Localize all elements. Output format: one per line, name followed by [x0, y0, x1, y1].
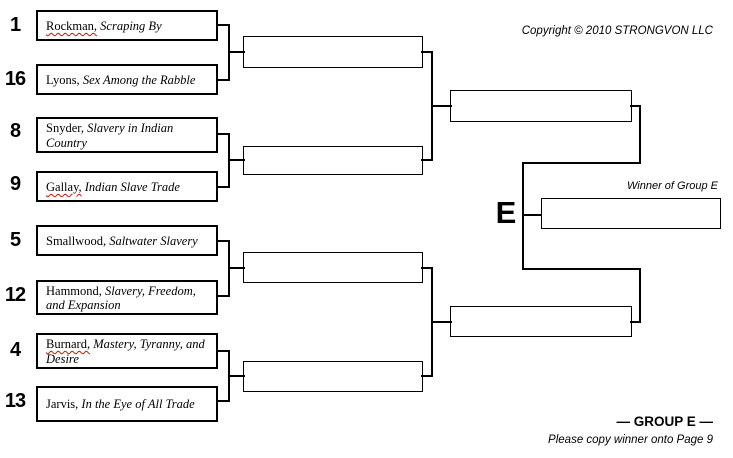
bracket-line — [421, 267, 433, 269]
seed-number-12: 12 — [4, 284, 26, 306]
bracket-line — [522, 268, 641, 270]
bracket-line — [431, 105, 452, 107]
bracket-line — [421, 159, 433, 161]
entry-author: Hammond, — [46, 283, 102, 298]
round2-slot-4 — [243, 361, 423, 392]
round2-slot-2 — [243, 146, 423, 175]
entry-author: Gallay, — [46, 179, 82, 194]
seed-number-5: 5 — [9, 229, 21, 251]
bracket-line — [421, 375, 433, 377]
round1-slot-burnard: Burnard, Mastery, Tyranny, and Desire — [36, 333, 218, 369]
round1-slot-rockman: Rockman, Scraping By — [36, 10, 218, 41]
bracket-line — [431, 321, 452, 323]
seed-number-1: 1 — [9, 14, 21, 36]
entry-title: Slavery in Indian Country — [46, 121, 174, 150]
bracket-line — [216, 186, 230, 188]
bracket-line — [630, 105, 641, 107]
group-letter: E — [495, 195, 517, 230]
semifinal-slot-bottom — [450, 306, 632, 337]
round1-slot-smallwood: Smallwood, Saltwater Slavery — [36, 225, 218, 256]
bracket-line — [216, 24, 230, 26]
bracket-line — [522, 162, 524, 269]
bracket-line — [522, 162, 641, 164]
seed-number-8: 8 — [9, 120, 21, 142]
entry-title: Scraping By — [100, 18, 162, 33]
bracket-line — [630, 321, 641, 323]
footer-instruction: Please copy winner onto Page 9 — [548, 434, 713, 446]
entry-title: Indian Slave Trade — [84, 179, 180, 194]
entry-author: Rockman, — [46, 18, 98, 33]
entry-author: Smallwood, — [46, 233, 107, 248]
bracket-line — [216, 350, 230, 352]
seed-number-9: 9 — [9, 173, 21, 195]
bracket-line — [216, 79, 230, 81]
bracket-line — [228, 51, 245, 53]
entry-title: Sex Among the Rabble — [82, 72, 196, 87]
entry-author: Lyons, — [46, 72, 80, 87]
entry-title: In the Eye of All Trade — [81, 397, 195, 412]
bracket-line — [228, 267, 245, 269]
group-heading: — GROUP E — — [616, 414, 713, 429]
bracket-line — [639, 268, 641, 323]
round2-slot-3 — [243, 252, 423, 283]
semifinal-slot-top — [450, 90, 632, 122]
entry-title: Saltwater Slavery — [109, 233, 198, 248]
seed-number-16: 16 — [4, 68, 26, 90]
bracket-line — [522, 214, 542, 216]
entry-author: Snyder, — [46, 121, 85, 135]
bracket-line — [228, 159, 245, 161]
winner-caption: Winner of Group E — [627, 180, 718, 192]
bracket-line — [216, 400, 230, 402]
round1-slot-jarvis: Jarvis, In the Eye of All Trade — [36, 386, 218, 422]
final-winner-slot — [541, 198, 721, 229]
bracket-line — [639, 105, 641, 164]
entry-author: Burnard, — [46, 337, 91, 351]
round1-slot-hammond: Hammond, Slavery, Freedom, and Expansion — [36, 280, 218, 315]
bracket-line — [228, 375, 245, 377]
seed-number-13: 13 — [4, 390, 26, 412]
entry-author: Jarvis, — [46, 397, 79, 412]
bracket-line — [421, 51, 433, 53]
entry-title: Slavery, Freedom, and Expansion — [46, 283, 196, 313]
seed-number-4: 4 — [9, 339, 21, 361]
round2-slot-1 — [243, 36, 423, 68]
bracket-line — [216, 295, 230, 297]
bracket-line — [216, 240, 230, 242]
bracket-line — [216, 133, 230, 135]
copyright-notice: Copyright © 2010 STRONGVON LLC — [521, 25, 713, 37]
entry-title: Mastery, Tyranny, and Desire — [46, 337, 205, 366]
round1-slot-snyder: Snyder, Slavery in Indian Country — [36, 117, 218, 153]
round1-slot-lyons: Lyons, Sex Among the Rabble — [36, 64, 218, 95]
round1-slot-gallay: Gallay, Indian Slave Trade — [36, 171, 218, 202]
